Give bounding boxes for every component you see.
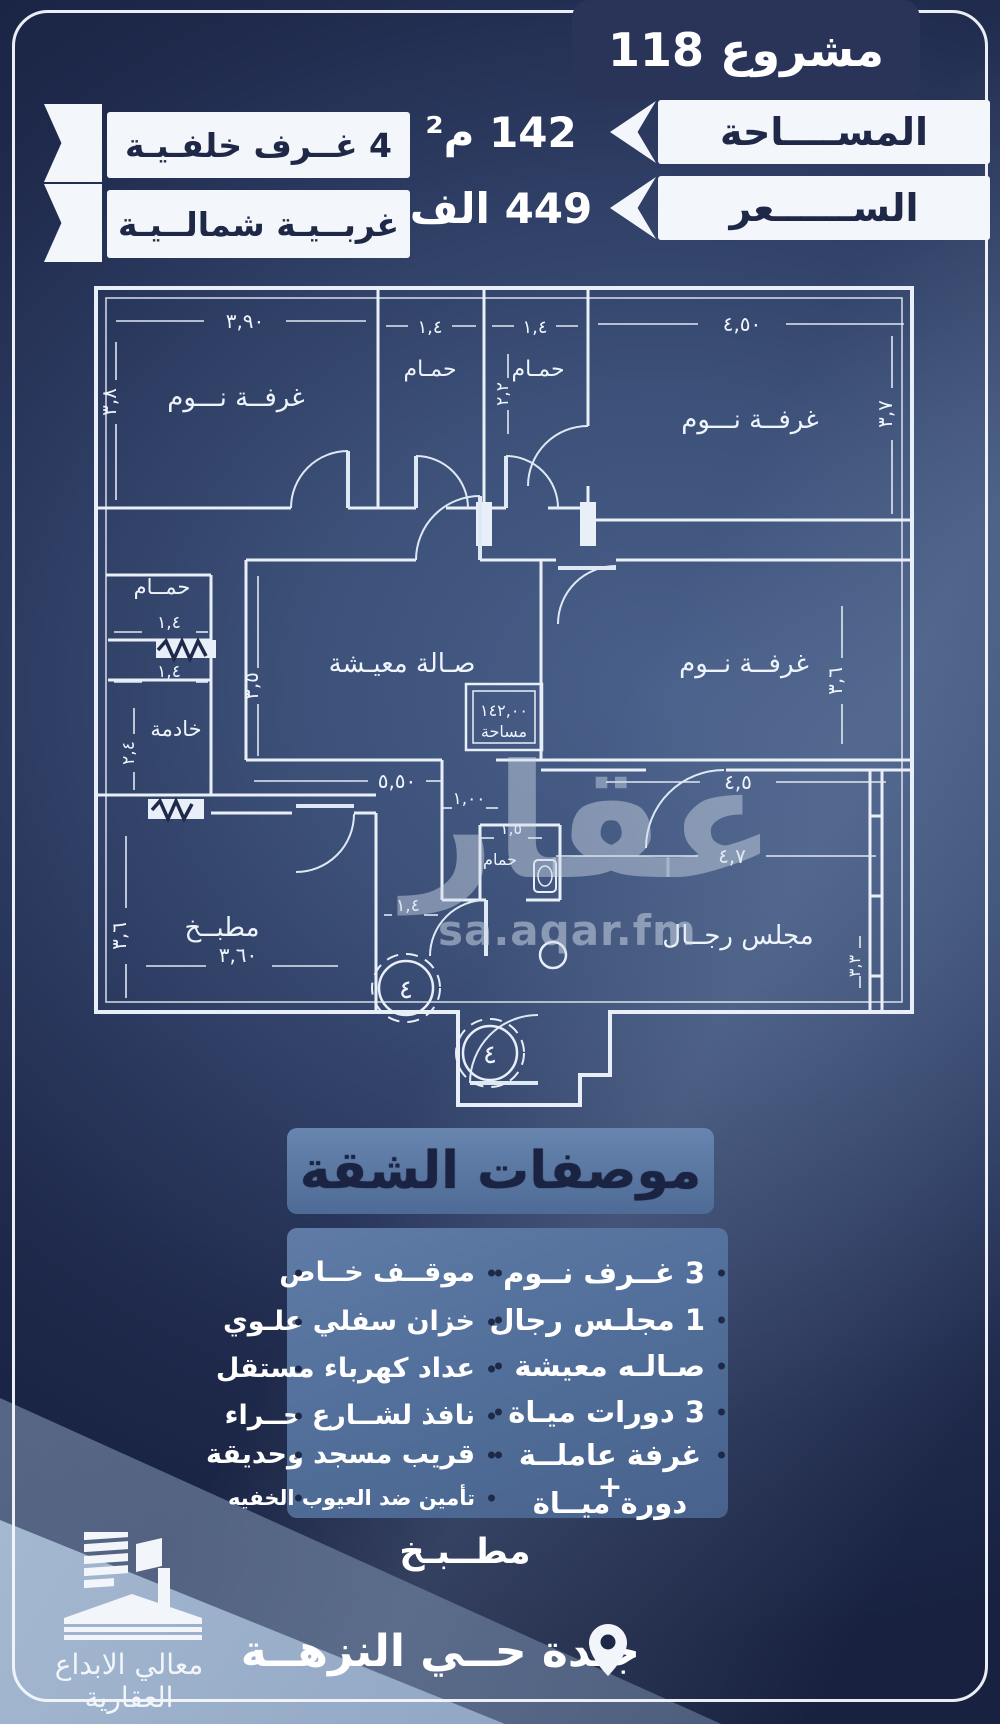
dim-bedroom-tr-height: ٣,٧ [873,400,897,428]
specs-title-panel: موصفات الشقة [287,1128,714,1214]
dim-bath-ml-width-1: ١,٤ [157,613,181,633]
spec-plus-sign: + [597,1470,623,1505]
dim-living-height: ٣,٥ [239,672,263,700]
room-label-majlis: مجلس رجــال [662,921,813,951]
dim-bedroom-tl-height: ٣,٨ [97,388,121,416]
spec-worker-bath: دورة ميــاة [532,1486,688,1520]
spec-meter: عداد كهرباء مستقل [215,1353,475,1384]
fixtures [371,859,568,1088]
dim-bath2-width: ١,٤ [522,317,547,338]
door-number-symbol: ٤ [483,1040,497,1070]
dimension-labels: ٣,٩٠ ١,٤ ١,٤ ٤,٥٠ ٣,٨ ٣,٧ ٢,٢ ١,٤ ١,٤ ٢,… [97,309,897,1070]
floor-plan: ٣,٩٠ ١,٤ ١,٤ ٤,٥٠ ٣,٨ ٣,٧ ٢,٢ ١,٤ ١,٤ ٢,… [94,286,914,1107]
company-name: معالي الابداع العقارية [54,1648,204,1714]
watermark-arabic: عقار [404,731,776,915]
doors [290,425,725,1085]
location-pin-icon [589,1624,627,1676]
dim-bedroom-tl-width: ٣,٩٠ [226,309,265,333]
specs-title-text: موصفات الشقة [299,1141,702,1201]
room-label-living: صـالة معيـشة [329,649,476,679]
banner-rooms-text: 4 غــرف خلفـيـة [125,125,392,165]
dimension-lines [114,320,904,998]
dim-majlis-height: ٣,٣ [845,954,864,977]
room-label-bedroom-mid-right: غرفــة نــوم [679,649,809,679]
room-label-kitchen: مطبــخ [184,913,259,943]
spec-parking: موقــف خــاص [279,1257,475,1288]
watermark-site: sa.aqar.fm [438,906,697,955]
spec-bathrooms: 3 دورات ميـاة [508,1395,705,1429]
spec-worker-room: غرفة عاملــة [515,1438,705,1472]
price-value: 449 الف [409,184,593,233]
project-title: مشروع 118 [572,0,920,100]
spec-bedrooms: 3 غــرف نــوم [503,1256,705,1290]
room-label-bedroom-top-right: غرفــة نـــوم [681,405,818,435]
dim-living-width: ٥,٥٠ [378,769,417,793]
dim-hall-width: ١,٠٠ [453,789,486,809]
spec-kitchen: مطــبـخ [399,1532,531,1572]
dim-maid-height: ٢,٤ [119,741,139,765]
spec-majlis: 1 مجلـس رجال [489,1303,705,1337]
price-label-box: الســــــعر [658,176,990,240]
room-labels: غرفــة نـــوم حمـام حمـام غرفــة نـــوم … [134,357,819,951]
room-label-bath-2: حمـام [511,357,564,382]
banner-orientation-text: غربــيـة شمالــيـة [118,204,399,244]
room-label-bedroom-top-left: غرفــة نـــوم [167,383,304,413]
spec-living: صـالـه معيشة [514,1349,705,1383]
dim-kitchen-width: ٣,٦٠ [219,943,258,967]
dim-bedroom-mr-height: ٣,٦ [823,667,847,695]
door-number-symbol: ٤ [399,975,413,1005]
price-label: الســــــعر [729,186,919,230]
dim-bath-c-width-1: ١,٥ [500,819,522,838]
banner-orientation: غربــيـة شمالــيـة [107,190,410,258]
banner-rooms: 4 غــرف خلفـيـة [107,112,410,178]
dim-bedroom-tr-width: ٤,٥٠ [723,312,762,336]
dim-bedroom-mr-width: ٤,٥ [724,770,752,794]
dim-bath-c-width-2: ١,٤ [396,896,420,916]
dim-kitchen-height: ٣,٦ [107,922,131,950]
room-label-bath-1: حمـام [403,357,456,382]
company-logo-icon [64,1532,202,1640]
area-label-box: المســــاحة [658,100,990,164]
spec-tanks: خزان سفلي علـوي [222,1306,475,1337]
dim-bath-ml-width-2: ١,٤ [157,662,181,682]
location-text: جـدة حــي النزهــة [240,1626,640,1677]
dim-bath1-width: ١,٤ [417,317,442,338]
dim-majlis-width: ٤,٧ [718,844,746,868]
spec-nearby: قريب مسجد وحديقة [205,1439,475,1470]
project-title-text: مشروع 118 [608,23,884,77]
spec-street: نافذ لشــارع حــراء [224,1400,475,1431]
interior-walls [96,288,912,1012]
dim-bath2-height: ٢,٢ [493,382,513,406]
poster-border-frame [12,10,988,1702]
spec-insurance: تأمين ضد العيوب الخفيه [227,1486,475,1510]
area-box-label: مساحة [481,722,527,741]
area-value: 142 م² [425,108,577,157]
room-label-bath-center: حمام [483,850,517,869]
room-label-maid: خادمة [150,717,201,741]
shaft-zigzags [150,636,208,824]
area-box-value: ١٤٢,٠٠ [480,701,528,720]
room-label-bath-mid-left: حمــام [134,575,191,599]
area-label: المســــاحة [719,110,929,154]
specs-panel: 3 غــرف نــوم 1 مجلـس رجال صـالـه معيشة … [205,1228,728,1520]
area-box: ١٤٢,٠٠ مساحة [464,682,544,752]
